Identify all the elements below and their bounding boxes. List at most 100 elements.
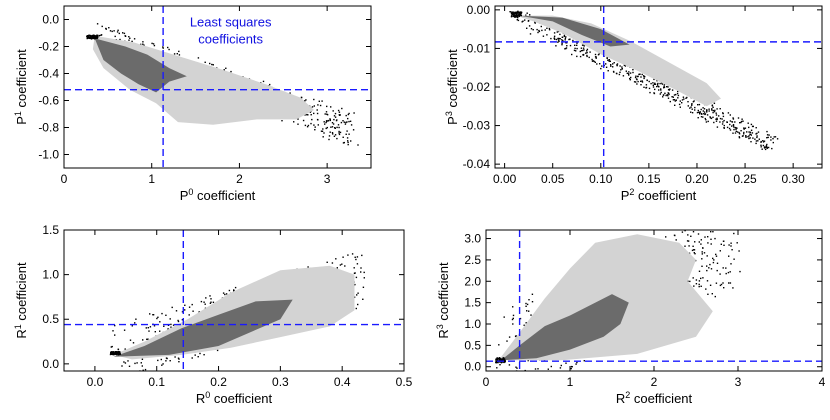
data-point — [175, 310, 178, 312]
data-point — [209, 62, 211, 65]
data-point — [198, 311, 200, 313]
y-tick-label: -0.02 — [463, 80, 491, 94]
data-point — [516, 12, 518, 14]
data-point — [613, 62, 615, 64]
y-tick-label: 0.00 — [467, 3, 491, 17]
data-point — [730, 198, 731, 199]
data-point — [715, 114, 718, 116]
data-point — [111, 30, 113, 33]
data-point — [677, 94, 680, 97]
data-point — [721, 123, 724, 125]
x-tick-label: 0.4 — [334, 375, 351, 389]
data-point — [333, 118, 335, 121]
data-point — [619, 71, 621, 73]
data-point — [541, 29, 543, 32]
data-point — [546, 27, 548, 29]
data-point — [606, 57, 608, 59]
data-point — [512, 323, 514, 325]
data-point — [719, 121, 721, 123]
data-point — [129, 339, 132, 341]
data-point — [684, 230, 686, 232]
data-point — [734, 121, 736, 123]
data-point — [707, 236, 709, 238]
data-point — [177, 319, 179, 322]
y-tick-label: 0.0 — [42, 13, 59, 27]
data-point — [635, 75, 637, 77]
data-point — [700, 108, 702, 111]
y-tick-label: 1.0 — [464, 317, 481, 331]
x-tick-label: 2 — [236, 172, 243, 186]
data-point — [704, 236, 706, 238]
data-point — [519, 317, 522, 320]
data-point — [173, 53, 176, 55]
data-point — [748, 126, 750, 129]
data-point — [304, 124, 307, 127]
plot-area — [495, 198, 741, 400]
data-point — [607, 59, 609, 61]
data-point — [597, 54, 600, 56]
data-point — [593, 60, 595, 63]
data-point — [528, 299, 530, 301]
data-point — [317, 119, 319, 121]
data-point — [336, 267, 338, 269]
data-point — [681, 231, 684, 233]
data-point — [723, 124, 725, 127]
data-point — [605, 63, 607, 65]
data-point — [334, 127, 336, 129]
data-point — [508, 364, 511, 366]
data-point — [707, 120, 709, 123]
data-point — [650, 82, 652, 85]
data-point — [661, 83, 664, 85]
data-point — [116, 353, 118, 355]
data-point — [501, 358, 503, 360]
x-tick-label: 4 — [819, 375, 826, 389]
data-point — [363, 277, 365, 279]
data-point — [165, 360, 167, 362]
data-point — [313, 124, 315, 126]
x-axis-label: R0 coefficient — [196, 390, 273, 406]
data-point — [608, 59, 610, 61]
data-point — [112, 351, 114, 353]
data-point — [740, 120, 743, 123]
data-point — [128, 39, 130, 41]
data-point — [510, 16, 513, 18]
data-point — [582, 47, 585, 49]
data-point — [512, 12, 515, 15]
data-point — [146, 338, 148, 340]
data-point — [123, 32, 126, 35]
x-tick-label: 0 — [483, 375, 490, 389]
data-point — [660, 82, 663, 84]
data-point — [725, 213, 726, 214]
data-point — [119, 353, 121, 355]
data-point — [94, 37, 96, 40]
data-point — [738, 131, 740, 134]
data-point — [656, 85, 658, 88]
data-point — [579, 50, 581, 53]
data-point — [517, 15, 519, 17]
data-point — [652, 86, 655, 88]
data-point — [723, 287, 725, 289]
y-tick-label: -0.03 — [463, 119, 491, 133]
data-point — [660, 88, 662, 90]
data-point — [178, 50, 180, 53]
data-point — [149, 313, 151, 315]
data-point — [142, 339, 144, 341]
data-point — [737, 214, 738, 215]
data-point — [660, 91, 662, 94]
data-point — [329, 131, 331, 133]
data-point — [316, 109, 318, 111]
data-point — [501, 399, 502, 400]
data-point — [525, 322, 527, 324]
data-point — [524, 369, 526, 371]
data-point — [167, 324, 170, 326]
data-point — [311, 118, 313, 121]
data-point — [541, 378, 542, 379]
data-point — [526, 310, 528, 312]
data-point — [556, 31, 558, 33]
x-tick-label: 0.0 — [87, 375, 104, 389]
data-point — [112, 330, 114, 332]
data-point — [520, 14, 522, 16]
data-point — [716, 262, 719, 264]
x-tick-label: 3 — [324, 172, 331, 186]
data-point — [581, 44, 584, 46]
